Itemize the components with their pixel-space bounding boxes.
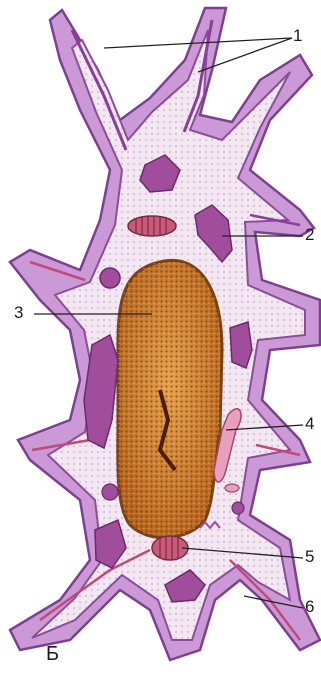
label-5: 5 — [305, 548, 314, 565]
label-2: 2 — [305, 226, 314, 243]
organelle-dot-right — [232, 502, 244, 514]
label-6: 6 — [305, 598, 314, 615]
vesicle-small — [225, 484, 239, 492]
label-1: 1 — [293, 27, 302, 44]
panel-letter: Б — [46, 644, 59, 664]
label-3: 3 — [14, 304, 23, 321]
organelle-right-mid — [230, 322, 252, 368]
organelle-dot-bottom — [102, 484, 118, 500]
label-4: 4 — [305, 415, 314, 432]
organelle-small-left — [100, 268, 120, 288]
mitochondrion-top — [128, 216, 176, 236]
